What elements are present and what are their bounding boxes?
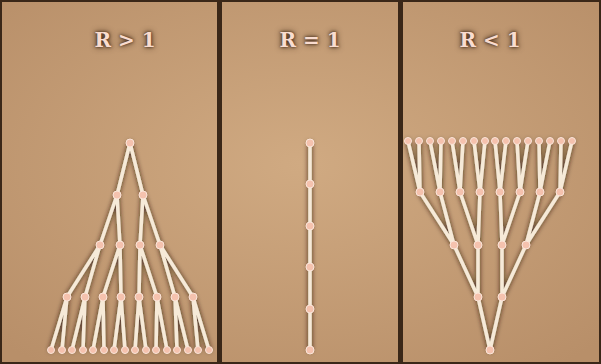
panel-divider	[217, 0, 222, 364]
shrinking-tree-branches	[408, 141, 572, 350]
panel-divider	[398, 0, 403, 364]
steady-chain-links	[308, 143, 312, 350]
panel-title: R > 1	[94, 28, 155, 52]
panel-title: R < 1	[459, 28, 520, 52]
growing-tree-branches	[51, 143, 209, 350]
panel-title: R = 1	[279, 28, 340, 52]
growing-tree-dots	[48, 139, 213, 354]
steady-chain-dots	[306, 139, 314, 354]
shrinking-tree-dots	[405, 138, 576, 355]
